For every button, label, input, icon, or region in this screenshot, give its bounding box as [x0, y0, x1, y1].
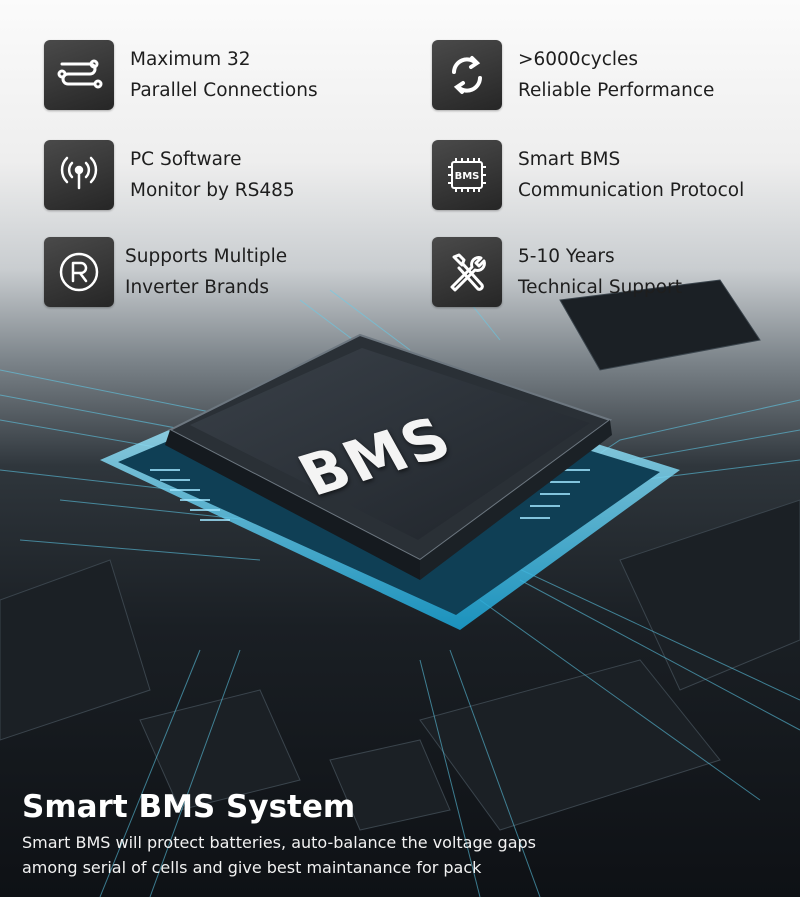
feature-line2: Technical Support — [518, 277, 682, 298]
feature-cycles: >6000cycles Reliable Performance — [432, 40, 714, 110]
feature-line2: Communication Protocol — [518, 180, 745, 201]
feature-technical-support: 5-10 Years Technical Support — [432, 237, 682, 307]
feature-line2: Reliable Performance — [518, 80, 715, 101]
feature-line2: Monitor by RS485 — [130, 180, 295, 201]
bms-chip-icon-text: BMS — [455, 171, 480, 182]
feature-text: Maximum 32 Parallel Connections — [130, 44, 318, 106]
tools-icon — [432, 237, 502, 307]
parallel-connections-icon — [44, 40, 114, 110]
feature-smart-bms: BMS Smart BMS Communication Protocol — [432, 140, 744, 210]
bms-chip-icon: BMS — [432, 140, 502, 210]
footer-desc-line2: among serial of cells and give best main… — [22, 858, 482, 877]
feature-line1: Supports Multiple — [125, 246, 288, 267]
feature-text: 5-10 Years Technical Support — [518, 241, 682, 303]
feature-line2: Inverter Brands — [125, 277, 269, 298]
registered-icon — [44, 237, 114, 307]
feature-line2: Parallel Connections — [130, 80, 318, 101]
feature-text: Supports Multiple Inverter Brands — [125, 241, 287, 303]
footer-section: Smart BMS System Smart BMS will protect … — [22, 787, 782, 880]
feature-text: >6000cycles Reliable Performance — [518, 44, 714, 106]
feature-inverter-brands: Supports Multiple Inverter Brands — [44, 237, 287, 307]
footer-desc-line1: Smart BMS will protect batteries, auto-b… — [22, 833, 537, 852]
feature-pc-software: PC Software Monitor by RS485 — [44, 140, 295, 210]
cycle-arrows-icon — [432, 40, 502, 110]
footer-description: Smart BMS will protect batteries, auto-b… — [22, 830, 782, 880]
feature-line1: PC Software — [130, 149, 242, 170]
feature-text: PC Software Monitor by RS485 — [130, 144, 295, 206]
feature-line1: 5-10 Years — [518, 246, 615, 267]
feature-line1: Smart BMS — [518, 149, 621, 170]
footer-title: Smart BMS System — [22, 789, 356, 825]
feature-text: Smart BMS Communication Protocol — [518, 144, 744, 206]
feature-line1: >6000cycles — [518, 49, 639, 70]
rs485-signal-icon — [44, 140, 114, 210]
feature-parallel-connections: Maximum 32 Parallel Connections — [44, 40, 318, 110]
feature-line1: Maximum 32 — [130, 49, 251, 70]
